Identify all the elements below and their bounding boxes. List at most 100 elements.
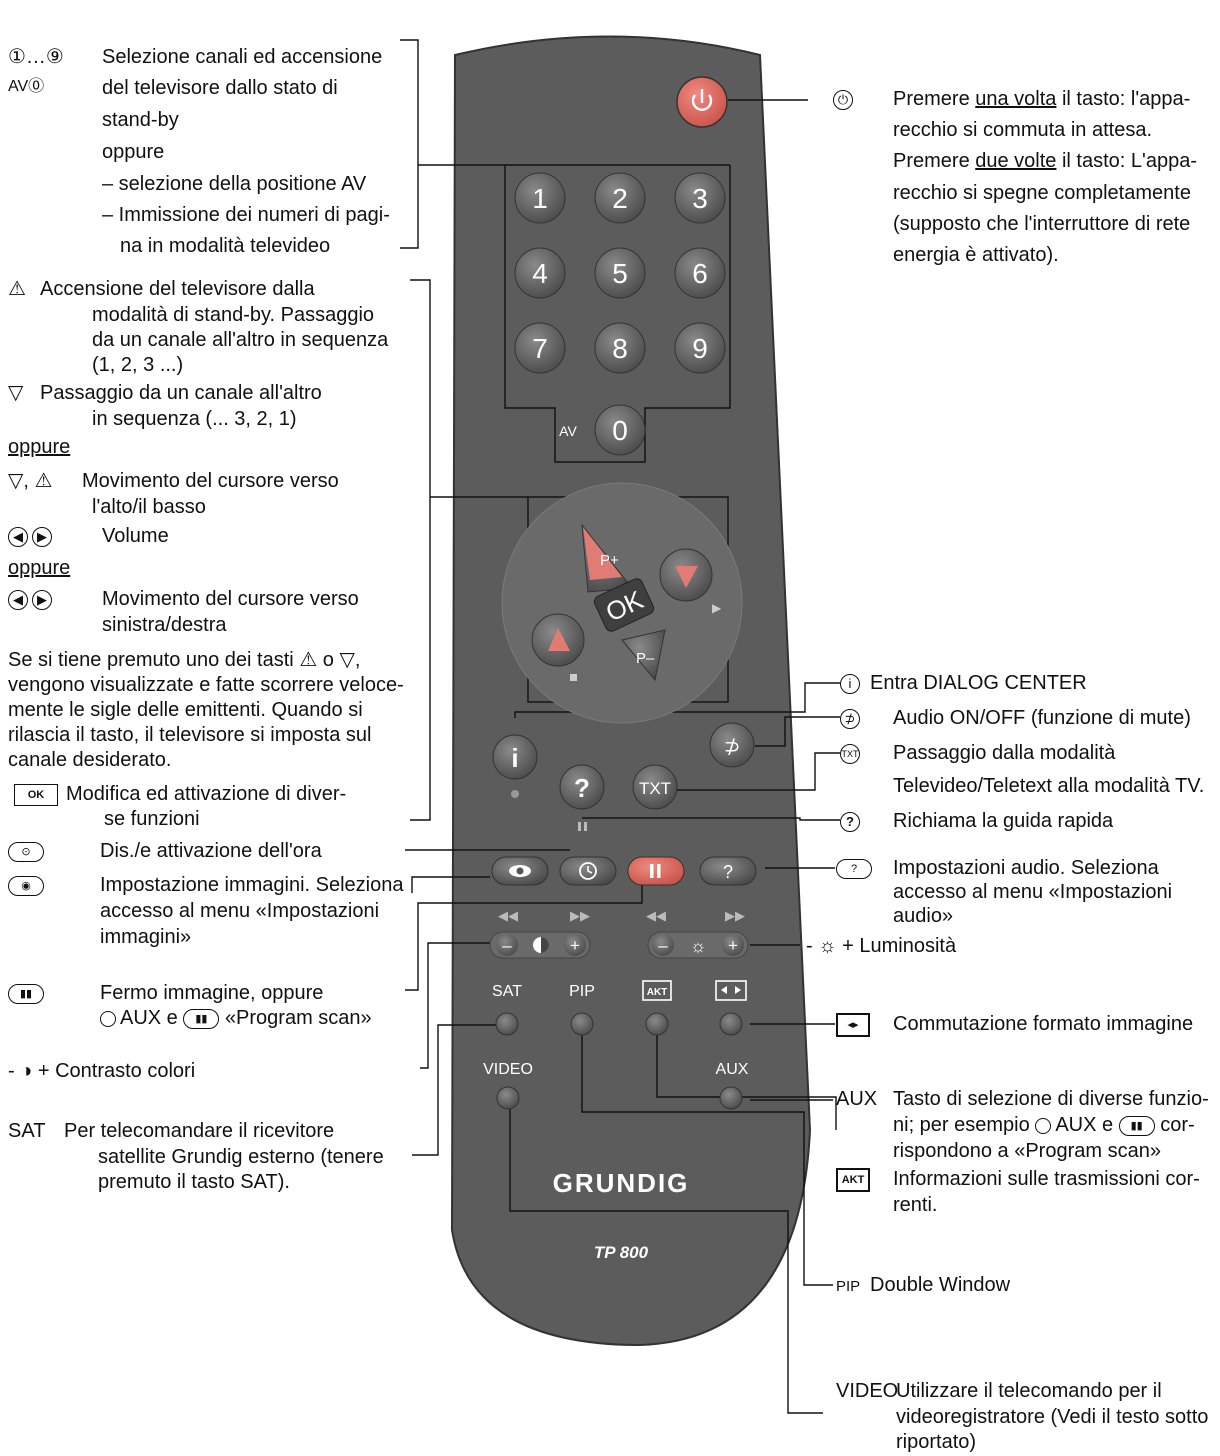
format-text: Commutazione formato immagine [893,1013,1194,1035]
format-key-icon: ◂▸ [836,1011,870,1037]
brightness-control[interactable]: – + ☼ [647,931,749,959]
av-label: AV [559,423,577,439]
txt-line-1: Passaggio dalla modalità [893,742,1116,764]
txt-icon: TXT [840,740,864,766]
svg-text:◀◀: ◀◀ [646,908,666,923]
power-line-4: recchio si spegne completamente [893,182,1191,204]
channel-line-10: sinistra/destra [102,614,227,636]
picture-button[interactable] [491,856,549,886]
power-icon: ⏻ [833,86,857,112]
number-button-7[interactable] [514,322,566,374]
ok-line-2: se funzioni [104,808,200,830]
help-icon: ? [840,808,864,834]
aux-line-3: rispondono a «Program scan» [893,1140,1161,1162]
txt-button[interactable]: TXT [632,764,678,810]
format-button[interactable] [719,1012,743,1036]
video-button[interactable] [496,1086,520,1110]
number-button-9[interactable] [674,322,726,374]
sat-button[interactable] [495,1012,519,1036]
aux-label: AUX [716,1061,749,1078]
number-button-3[interactable] [674,172,726,224]
svg-text:⊅: ⊅ [724,736,741,758]
video-key: VIDEO [836,1380,899,1402]
akt-button[interactable] [645,1012,669,1036]
video-label: VIDEO [483,1061,533,1078]
number-button-6[interactable] [674,247,726,299]
number-label-6: 6 [692,258,708,289]
volume-up-button[interactable] [659,548,713,602]
model-label: TP 800 [594,1243,649,1262]
channel-down-button[interactable] [621,629,666,682]
channel-line-2: modalità di stand-by. Passaggio [92,304,375,326]
svg-text:?: ? [723,862,733,882]
channel-up-button[interactable] [581,523,633,593]
p-minus-label: P– [636,650,655,667]
volume-down-button[interactable] [531,613,585,667]
freeze-icon: ▮▮ [8,980,44,1006]
channel-line-7: Movimento del cursore verso [82,470,339,492]
audio-settings-button[interactable]: ? [699,856,757,886]
channel-para-4: rilascia il tasto, il televisore si impo… [8,724,372,746]
audio-line-1: Impostazioni audio. Seleziona [893,857,1159,879]
svg-text:▶: ▶ [712,601,722,615]
number-label-4: 4 [532,258,548,289]
sat-line-2: satellite Grundig esterno (tenere [98,1146,384,1168]
sat-key: SAT [8,1120,46,1142]
help-button[interactable]: ? [559,764,605,810]
freeze-line-1: Fermo immagine, oppure [100,982,324,1004]
info-icon: i [840,670,864,696]
numbers-line-1: Selezione canali ed accensione [102,46,383,68]
oppure-2: oppure [8,557,71,579]
svg-text:☼: ☼ [690,936,707,956]
channel-line-8: l'alto/il basso [92,496,206,518]
number-button-2[interactable] [594,172,646,224]
picture-line-3: immagini» [100,926,192,948]
cursor-updown-icons: ▽, ⚠ [8,470,53,492]
power-line-3: Premere due volte il tasto: L'appa- [893,150,1197,172]
svg-text:–: – [658,936,668,955]
channel-para-3: mente le sigle delle emittenti. Quando s… [8,699,363,721]
number-label-2: 2 [612,183,628,214]
svg-text:AKT: AKT [647,987,668,998]
number-button-8[interactable] [594,322,646,374]
svg-text:i: i [511,743,518,773]
pip-label: PIP [569,983,595,1000]
audio-line-2: accesso al menu «Impostazioni [893,881,1173,903]
video-line-3: riportato) [896,1431,977,1453]
channel-line-1: Accensione del televisore dalla [40,278,315,300]
picture-icon: ◉ [8,872,44,898]
number-label-3: 3 [692,183,708,214]
brand-logo: GRUNDIG [553,1168,690,1198]
svg-text:–: – [502,936,512,955]
info-button[interactable]: i [492,734,538,780]
numbers-line-5: – selezione della positione AV [102,173,367,195]
clock-text: Dis./e attivazione dell'ora [100,840,322,862]
channel-line-4: (1, 2, 3 ...) [92,354,184,376]
clock-button[interactable] [559,856,617,886]
pip-button[interactable] [570,1012,594,1036]
number-button-0[interactable] [594,404,646,456]
volume-icons: ◀▶ [8,523,56,549]
brightness-text: - ☼ + Luminosità [806,935,957,957]
numbers-line-2: del televisore dallo stato di [102,77,338,99]
number-button-1[interactable] [514,172,566,224]
mute-button[interactable]: ⊅ [709,722,755,768]
akt-line-2: renti. [893,1194,938,1216]
power-line-1: Premere una volta il tasto: l'appa- [893,88,1191,110]
numbers-keys-label: ①…⑨ [8,46,64,68]
oppure-1: oppure [8,436,71,458]
number-label-9: 9 [692,333,708,364]
mute-icon: ⊅ [840,705,864,731]
video-line-2: videoregistratore (Vedi il testo sotto [896,1406,1209,1428]
txt-line-2: Televideo/Teletext alla modalità TV. [893,775,1205,797]
contrast-control[interactable]: – + [489,931,591,959]
help-text: Richiama la guida rapida [893,810,1114,832]
freeze-button[interactable] [627,856,685,886]
svg-text:▶▶: ▶▶ [725,908,745,923]
number-button-5[interactable] [594,247,646,299]
sat-line-3: premuto il tasto SAT). [98,1171,290,1193]
power-line-2: recchio si commuta in attesa. [893,119,1152,141]
channel-line-9: Movimento del cursore verso [102,588,359,610]
aux-button[interactable] [719,1086,743,1110]
number-button-4[interactable] [514,247,566,299]
